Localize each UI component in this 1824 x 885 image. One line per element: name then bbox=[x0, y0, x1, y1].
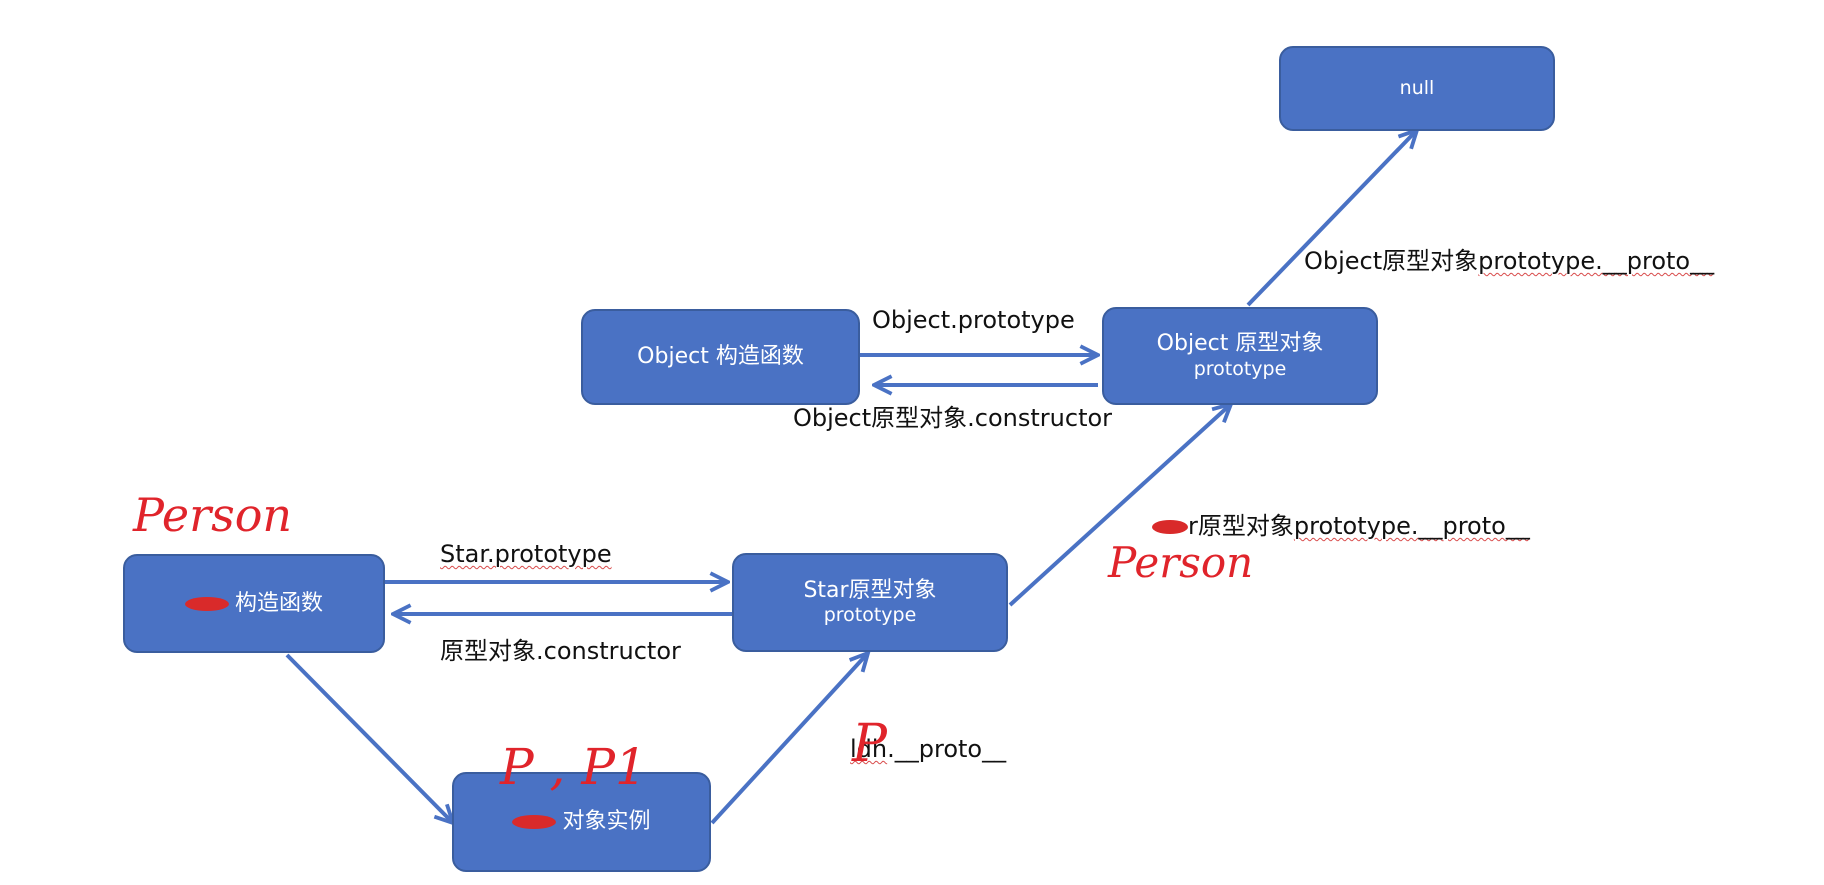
star-prototype-box: Star原型对象 prototype bbox=[732, 553, 1008, 652]
instance-label: 对象实例 bbox=[512, 808, 651, 836]
object-prototype-line1: Object 原型对象 bbox=[1156, 331, 1324, 357]
object-constructor-label: Object 构造函数 bbox=[637, 344, 804, 370]
star-constructor-box: 构造函数 bbox=[123, 554, 385, 653]
label-object-constructor: Object原型对象.constructor bbox=[793, 404, 1113, 432]
object-prototype-line2: prototype bbox=[1193, 357, 1287, 380]
arrow-object-prototype-to-null bbox=[1246, 130, 1417, 307]
null-box-label: null bbox=[1399, 76, 1435, 99]
label-instance-proto: ldh.__proto__ bbox=[850, 735, 1007, 763]
star-prototype-line1: Star原型对象 bbox=[803, 577, 937, 603]
redacted-scribble bbox=[1152, 520, 1188, 534]
redacted-scribble bbox=[512, 815, 557, 830]
arrow-instance-to-star-prototype bbox=[710, 653, 868, 825]
arrow-constructor-to-instance bbox=[285, 653, 453, 823]
handwritten-person-right: Person bbox=[1108, 538, 1254, 587]
null-box: null bbox=[1279, 46, 1555, 131]
handwritten-person-left: Person bbox=[133, 488, 293, 542]
object-prototype-box: Object 原型对象 prototype bbox=[1102, 307, 1378, 405]
label-star-prototype: Star.prototype bbox=[440, 540, 612, 568]
star-constructor-label: 构造函数 bbox=[184, 590, 323, 618]
arrow-star-prototype-to-object-prototype bbox=[1008, 404, 1231, 607]
star-prototype-line2: prototype bbox=[823, 604, 917, 627]
label-star-proto-to-object: r原型对象prototype.__proto__ bbox=[1152, 506, 1530, 541]
label-star-constructor: 原型对象.constructor bbox=[440, 637, 681, 665]
object-constructor-box: Object 构造函数 bbox=[581, 309, 860, 405]
handwritten-instance-names: P , P1 bbox=[500, 738, 647, 796]
label-object-prototype: Object.prototype bbox=[872, 306, 1075, 334]
instance-box: 对象实例 bbox=[452, 772, 711, 872]
handwritten-instance-proto-p: P bbox=[852, 714, 887, 774]
redacted-scribble bbox=[184, 596, 229, 611]
label-object-proto-to-null: Object原型对象prototype.__proto__ bbox=[1304, 247, 1715, 275]
